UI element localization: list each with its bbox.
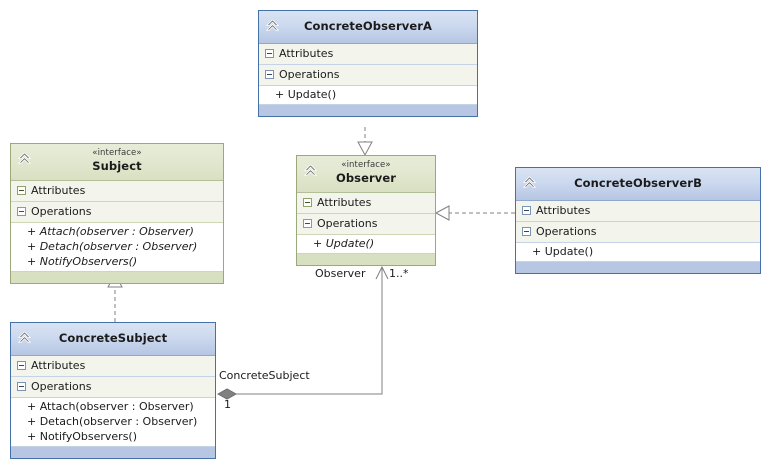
class-chevron-icon: [303, 164, 318, 176]
hollow-triangle-arrowhead: [357, 141, 373, 157]
compartment-label: Attributes: [317, 196, 372, 209]
operation-item: + NotifyObservers(): [27, 430, 138, 443]
operation-item: + Detach(observer : Observer): [27, 240, 198, 253]
compartment-label: Attributes: [536, 204, 591, 217]
open-arrowhead: [375, 265, 389, 280]
compartment-label: Operations: [317, 217, 378, 230]
compartment-label: Operations: [31, 205, 92, 218]
operation-item: + Detach(observer : Observer): [27, 415, 198, 428]
compartment-label: Attributes: [31, 359, 86, 372]
relationship-concreteobserverb-realizes-observer: [434, 205, 515, 221]
collapse-minus-icon[interactable]: [17, 381, 26, 391]
class-footer: [516, 262, 760, 273]
association-multiplicity-observer: 1..*: [389, 267, 409, 280]
class-header: ConcreteObserverA: [259, 11, 477, 44]
compartment-attributes[interactable]: Attributes: [11, 181, 223, 202]
operations-member-list: + Attach(observer : Observer) + Detach(o…: [11, 223, 223, 272]
compartment-operations[interactable]: Operations: [516, 222, 760, 243]
compartment-operations[interactable]: Operations: [297, 214, 435, 235]
uml-class-subject[interactable]: «interface» Subject Attributes Operation…: [10, 143, 224, 284]
operations-member-list: + Attach(observer : Observer) + Detach(o…: [11, 398, 215, 447]
collapse-minus-icon[interactable]: [522, 226, 531, 236]
class-chevron-icon: [265, 19, 280, 31]
collapse-minus-icon[interactable]: [265, 69, 274, 79]
class-header: ConcreteSubject: [11, 323, 215, 356]
compartment-label: Attributes: [31, 184, 86, 197]
class-footer: [11, 272, 223, 283]
class-footer: [297, 254, 435, 265]
class-name: Subject: [92, 159, 142, 173]
association-role-concretesubject: ConcreteSubject: [219, 369, 310, 382]
class-name: ConcreteObserverA: [303, 19, 432, 33]
class-header: «interface» Observer: [297, 156, 435, 193]
collapse-minus-icon[interactable]: [265, 48, 274, 58]
class-header: ConcreteObserverB: [516, 168, 760, 201]
compartment-operations[interactable]: Operations: [11, 377, 215, 398]
compartment-label: Operations: [536, 225, 597, 238]
compartment-operations[interactable]: Operations: [11, 202, 223, 223]
association-role-observer: Observer: [315, 267, 366, 280]
operation-item: + Update(): [532, 245, 594, 258]
class-name: ConcreteSubject: [58, 331, 168, 345]
compartment-attributes[interactable]: Attributes: [259, 44, 477, 65]
operation-item: + Attach(observer : Observer): [27, 400, 194, 413]
operations-member-list: + Update(): [259, 86, 477, 105]
class-name: ConcreteObserverB: [574, 176, 702, 190]
operation-item: + Update(): [275, 88, 337, 101]
operation-item: + Update(): [313, 237, 375, 250]
class-chevron-icon: [17, 152, 32, 164]
association-multiplicity-concretesubject: 1: [224, 398, 231, 411]
compartment-attributes[interactable]: Attributes: [11, 356, 215, 377]
operations-member-list: + Update(): [516, 243, 760, 262]
collapse-minus-icon[interactable]: [17, 360, 26, 370]
relationship-concreteobservera-realizes-observer: [357, 127, 373, 157]
compartment-operations[interactable]: Operations: [259, 65, 477, 86]
class-chevron-icon: [522, 176, 537, 188]
hollow-triangle-arrowhead: [434, 205, 450, 221]
compartment-attributes[interactable]: Attributes: [516, 201, 760, 222]
class-name: Observer: [335, 171, 397, 185]
uml-class-concretesubject[interactable]: ConcreteSubject Attributes Operations + …: [10, 322, 216, 459]
compartment-label: Attributes: [279, 47, 334, 60]
collapse-minus-icon[interactable]: [17, 185, 26, 195]
compartment-label: Operations: [279, 68, 340, 81]
class-header: «interface» Subject: [11, 144, 223, 181]
uml-class-concreteobservera[interactable]: ConcreteObserverA Attributes Operations …: [258, 10, 478, 117]
compartment-label: Operations: [31, 380, 92, 393]
class-stereotype: «interface»: [92, 148, 142, 158]
collapse-minus-icon[interactable]: [522, 205, 531, 215]
operations-member-list: + Update(): [297, 235, 435, 254]
collapse-minus-icon[interactable]: [303, 197, 312, 207]
collapse-minus-icon[interactable]: [303, 218, 312, 228]
operation-item: + NotifyObservers(): [27, 255, 138, 268]
compartment-attributes[interactable]: Attributes: [297, 193, 435, 214]
uml-class-concreteobserverb[interactable]: ConcreteObserverB Attributes Operations …: [515, 167, 761, 274]
uml-class-observer[interactable]: «interface» Observer Attributes Operatio…: [296, 155, 436, 266]
operation-item: + Attach(observer : Observer): [27, 225, 194, 238]
class-stereotype: «interface»: [341, 160, 391, 170]
collapse-minus-icon[interactable]: [17, 206, 26, 216]
class-footer: [259, 105, 477, 116]
class-chevron-icon: [17, 331, 32, 343]
class-footer: [11, 447, 215, 458]
